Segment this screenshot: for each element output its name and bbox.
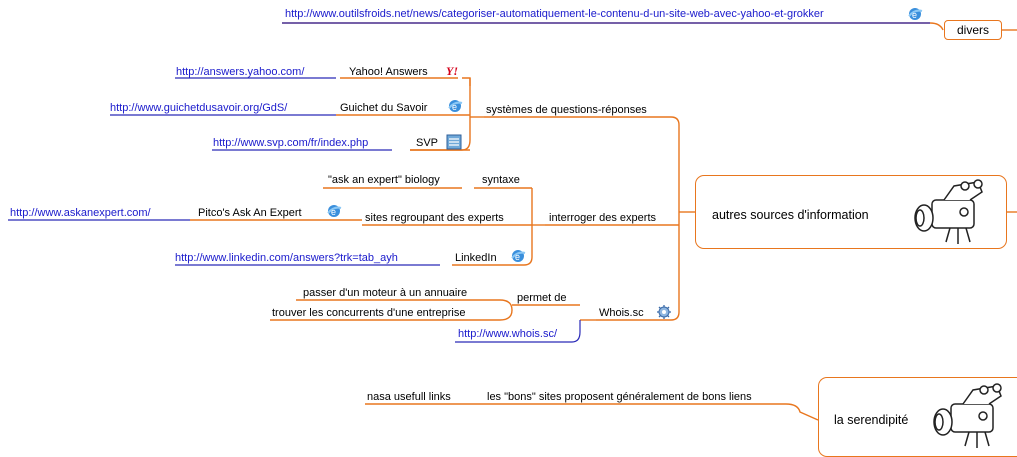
node-syntaxe[interactable]: syntaxe: [482, 174, 520, 186]
ie-globe-icon: e: [447, 98, 463, 117]
svg-text:e: e: [452, 102, 457, 112]
svg-text:Y!: Y!: [446, 64, 458, 78]
node-divers[interactable]: divers: [944, 20, 1002, 40]
node-serendipite[interactable]: la serendipité: [818, 377, 1017, 457]
node-interroger[interactable]: interroger des experts: [549, 212, 656, 224]
node-permet[interactable]: permet de: [517, 292, 567, 304]
ie-globe-icon: e: [326, 203, 342, 222]
node-autres-sources-label: autres sources d'information: [712, 208, 869, 222]
permet-item-concurrents[interactable]: trouver les concurrents d'une entreprise: [272, 307, 466, 319]
nasa-links[interactable]: nasa usefull links: [367, 391, 451, 403]
yahoo-url[interactable]: http://answers.yahoo.com/: [176, 66, 305, 78]
node-autres-sources[interactable]: autres sources d'information: [695, 175, 1007, 249]
node-whois[interactable]: Whois.sc: [599, 307, 644, 319]
askanexpert-label[interactable]: Pitco's Ask An Expert: [198, 207, 302, 219]
guichet-url[interactable]: http://www.guichetdusavoir.org/GdS/: [110, 102, 288, 114]
node-bons-sites[interactable]: les "bons" sites proposent généralement …: [487, 391, 752, 403]
whois-url[interactable]: http://www.whois.sc/: [458, 328, 558, 340]
askanexpert-url[interactable]: http://www.askanexpert.com/: [10, 207, 151, 219]
permet-item-annuaire[interactable]: passer d'un moteur à un annuaire: [303, 287, 468, 299]
ie-globe-icon: e: [907, 6, 923, 25]
node-qr-systems[interactable]: systèmes de questions-réponses: [486, 104, 647, 116]
node-sites-experts[interactable]: sites regroupant des experts: [365, 212, 504, 224]
svp-url[interactable]: http://www.svp.com/fr/index.php: [213, 137, 369, 149]
svg-text:e: e: [331, 207, 336, 217]
yahoo-label[interactable]: Yahoo! Answers: [349, 66, 428, 78]
node-serendipite-label: la serendipité: [834, 413, 909, 427]
settings-gear-icon: [656, 304, 672, 323]
linkedin-label[interactable]: LinkedIn: [455, 252, 497, 264]
video-camera-icon: [929, 382, 1017, 453]
yahoo-y-icon: Y!: [446, 64, 464, 81]
svp-label[interactable]: SVP: [416, 137, 439, 149]
divers-url[interactable]: http://www.outilsfroids.net/news/categor…: [285, 8, 824, 20]
ie-globe-icon: e: [510, 248, 526, 267]
syntaxe-example[interactable]: "ask an expert" biology: [328, 174, 440, 186]
guichet-label[interactable]: Guichet du Savoir: [340, 102, 428, 114]
svg-text:e: e: [912, 10, 917, 20]
node-divers-label: divers: [956, 23, 989, 37]
video-camera-icon: [910, 178, 998, 249]
linkedin-url[interactable]: http://www.linkedin.com/answers?trk=tab_…: [175, 252, 398, 264]
svp-icon: [446, 134, 462, 153]
svg-text:e: e: [515, 252, 520, 262]
